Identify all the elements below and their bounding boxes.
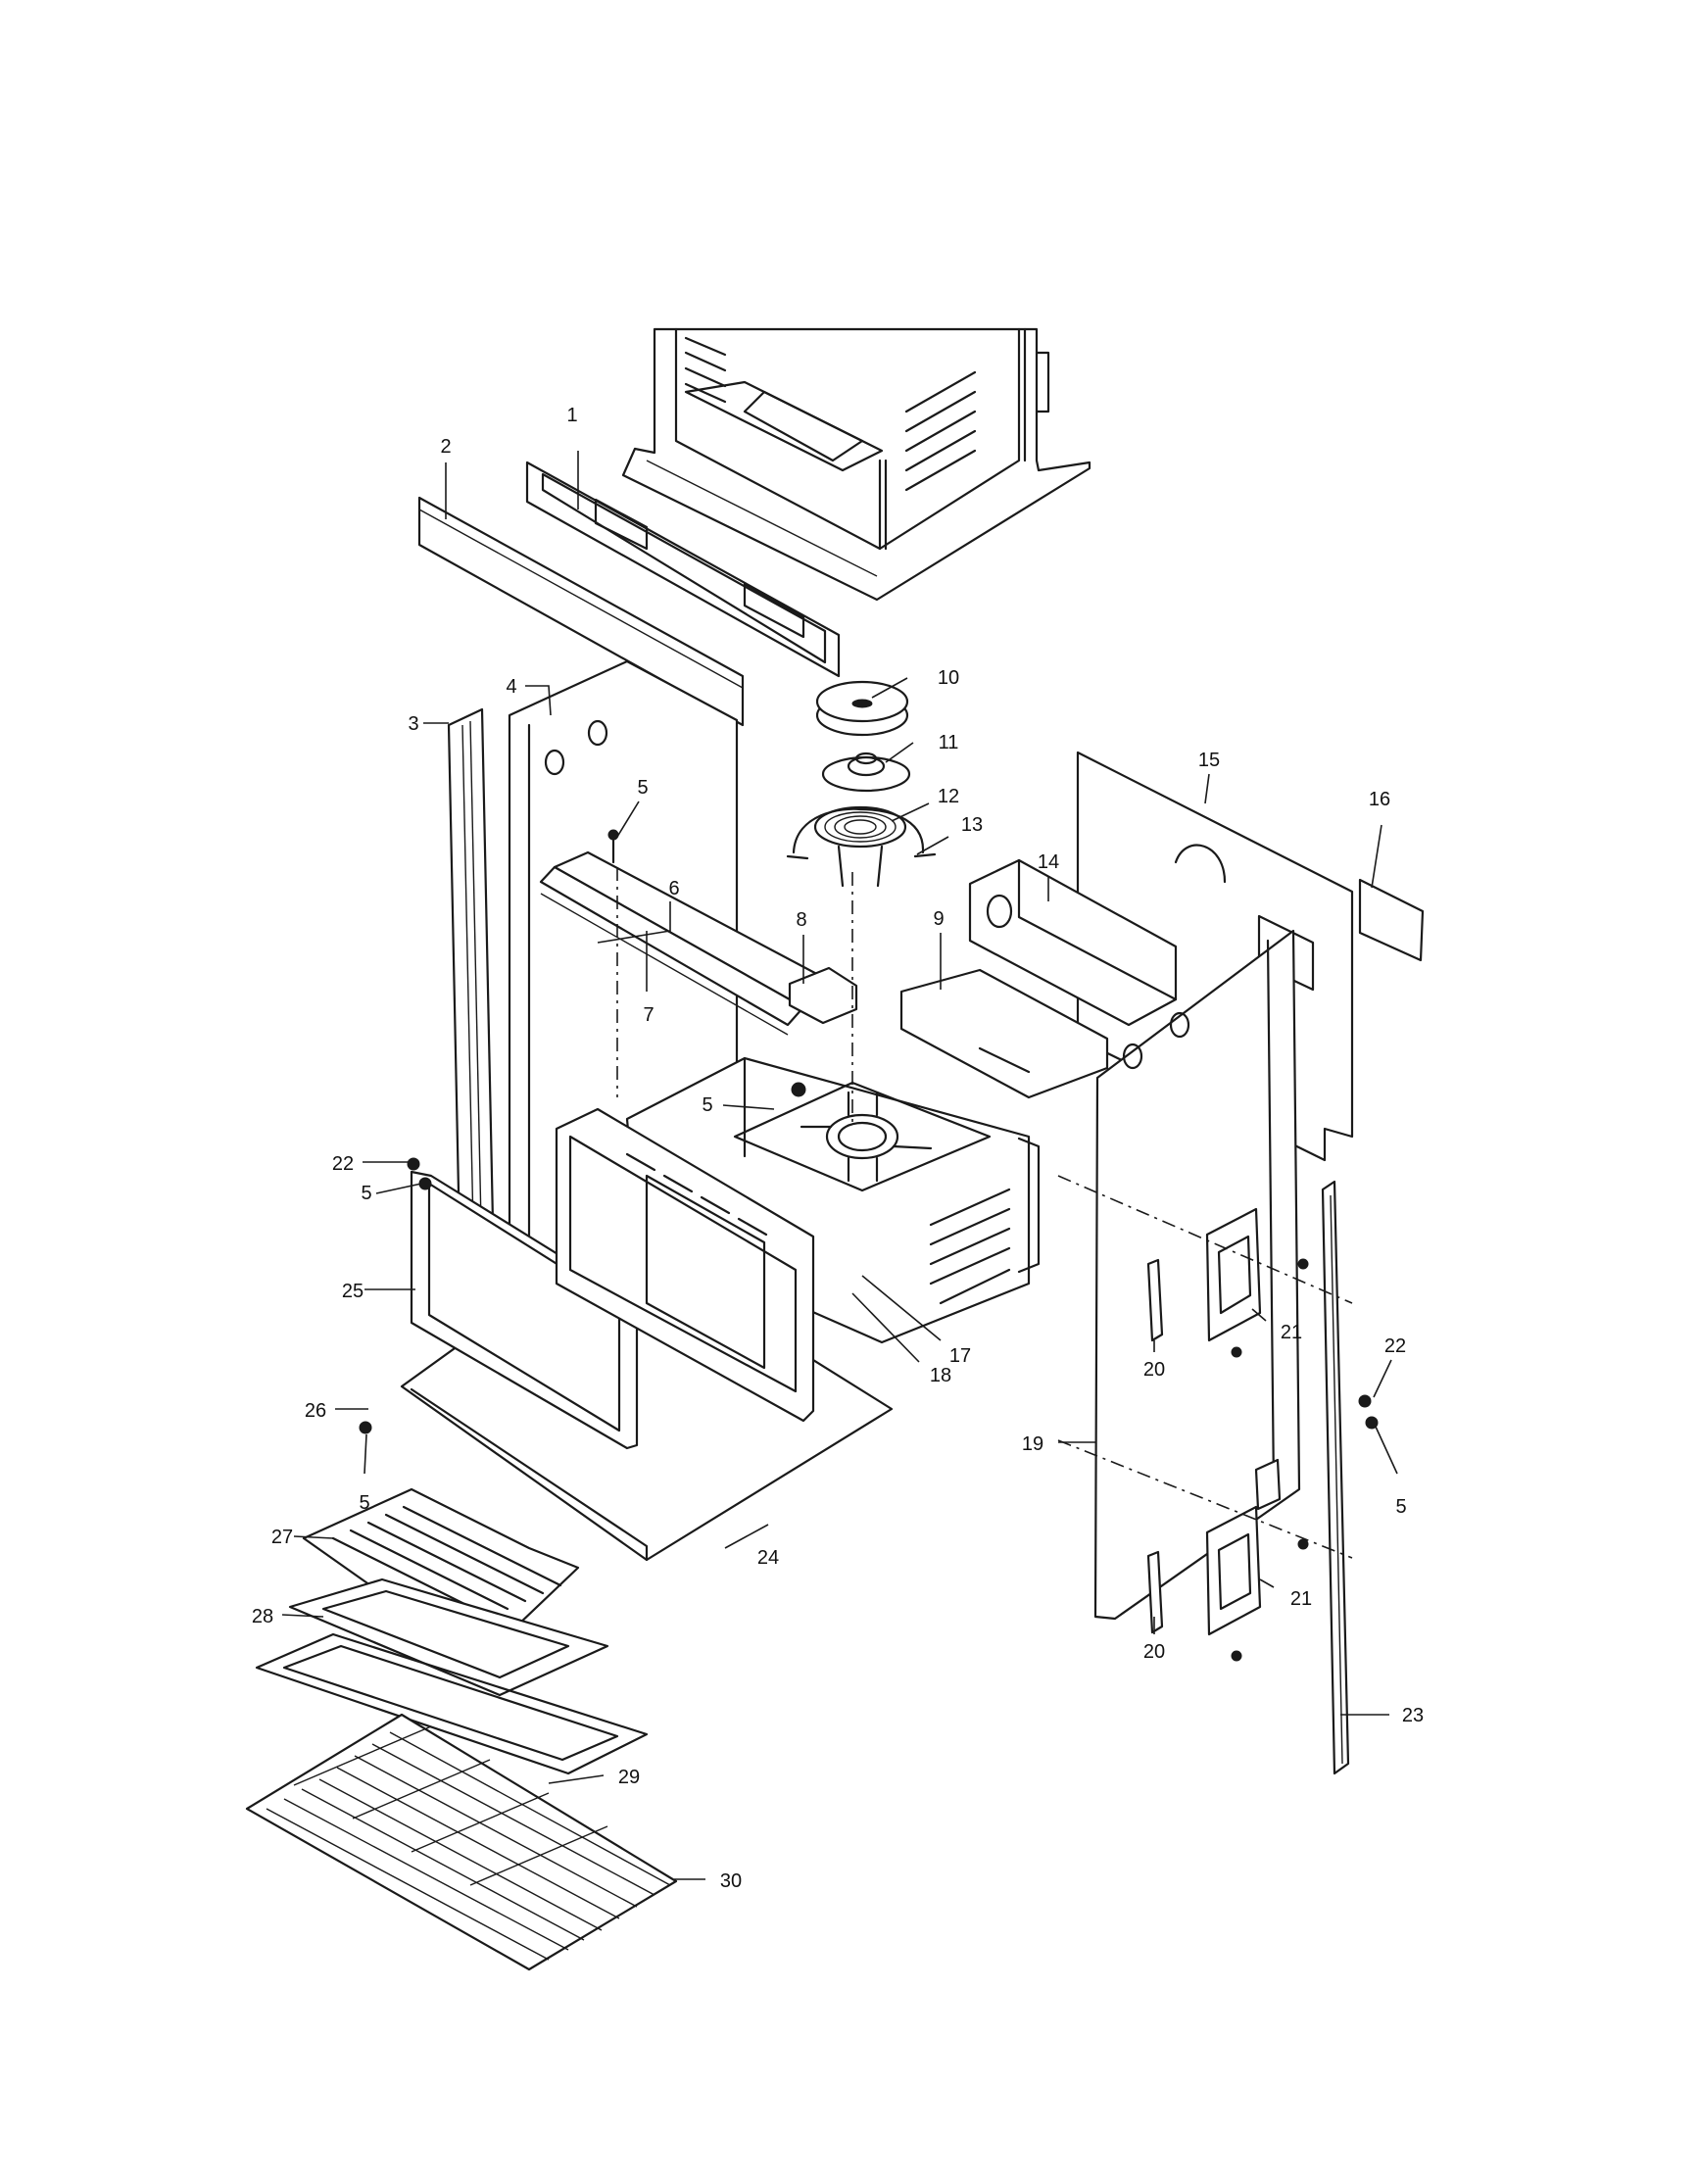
callout-28: 28	[252, 1606, 273, 1627]
callout-3: 3	[408, 713, 418, 735]
callout-30: 30	[720, 1870, 742, 1892]
callout-22-b: 22	[1384, 1335, 1406, 1357]
part-30-oven-rack	[245, 1713, 678, 1971]
callout-15: 15	[1198, 750, 1220, 771]
callout-20-b: 20	[1143, 1641, 1165, 1663]
part-3-left-trim-strip	[447, 707, 496, 1287]
part-12-fan-blade	[813, 805, 907, 888]
callout-25: 25	[342, 1281, 364, 1302]
part-13-heating-element	[786, 807, 937, 860]
callout-6: 6	[668, 878, 679, 899]
callout-9: 9	[933, 908, 944, 930]
callout-21-a: 21	[1281, 1322, 1302, 1343]
outer-oven-box	[621, 327, 1091, 602]
assembly-centerlines	[616, 867, 1353, 1559]
callout-19: 19	[1022, 1433, 1043, 1455]
callout-13: 13	[961, 814, 983, 836]
callout-5-b: 5	[702, 1094, 712, 1116]
callout-8: 8	[796, 909, 806, 931]
part-10-fan-cover	[815, 680, 909, 737]
callout-14: 14	[1038, 851, 1059, 873]
callout-20-a: 20	[1143, 1359, 1165, 1381]
front-frame-slots	[625, 1152, 768, 1237]
callout-17: 17	[949, 1345, 971, 1367]
callout-21-b: 21	[1290, 1588, 1312, 1610]
screws	[359, 829, 1379, 1662]
leader-lines	[281, 451, 1398, 1880]
callout-2: 2	[440, 436, 451, 458]
cavity-vent-slots	[929, 1188, 1011, 1305]
callout-labels: 1 2 3 4 5 5 5 5 5 6 7 8 9 10 11 12 13 14…	[252, 405, 1424, 1892]
part-1-front-frame	[525, 461, 841, 678]
callout-1: 1	[566, 405, 577, 426]
part-2-trim-panel	[417, 496, 745, 727]
callout-23: 23	[1402, 1705, 1424, 1726]
hinge-assemblies	[1146, 1207, 1282, 1636]
part-23-right-trim-strip	[1321, 1180, 1350, 1775]
callout-18: 18	[930, 1365, 951, 1386]
rack-wires	[266, 1725, 671, 1961]
outer-box-vent-slots	[684, 336, 977, 492]
part-29-rack	[255, 1632, 649, 1775]
callout-24: 24	[757, 1547, 779, 1569]
callout-29: 29	[618, 1767, 640, 1788]
callout-4: 4	[506, 676, 516, 698]
callout-12: 12	[938, 786, 959, 807]
callout-11: 11	[939, 732, 959, 753]
callout-7: 7	[643, 1004, 654, 1026]
front-face-frame	[555, 1107, 815, 1423]
callout-5-c: 5	[361, 1183, 371, 1204]
callout-5-d: 5	[359, 1492, 369, 1514]
part-11-fan-mount	[821, 752, 911, 793]
grid-slots	[331, 1505, 562, 1619]
callout-22-a: 22	[332, 1153, 354, 1175]
callout-27: 27	[271, 1527, 293, 1548]
part-14-top-channel	[968, 858, 1178, 1027]
callout-5-a: 5	[637, 777, 648, 799]
part-16-bracket	[1358, 878, 1425, 962]
callout-5-e: 5	[1395, 1496, 1406, 1518]
callout-10: 10	[938, 667, 959, 689]
callout-26: 26	[305, 1400, 326, 1422]
part-9-back-panel	[899, 968, 1109, 1099]
part-8-center-block	[788, 966, 858, 1025]
callout-16: 16	[1369, 789, 1390, 810]
